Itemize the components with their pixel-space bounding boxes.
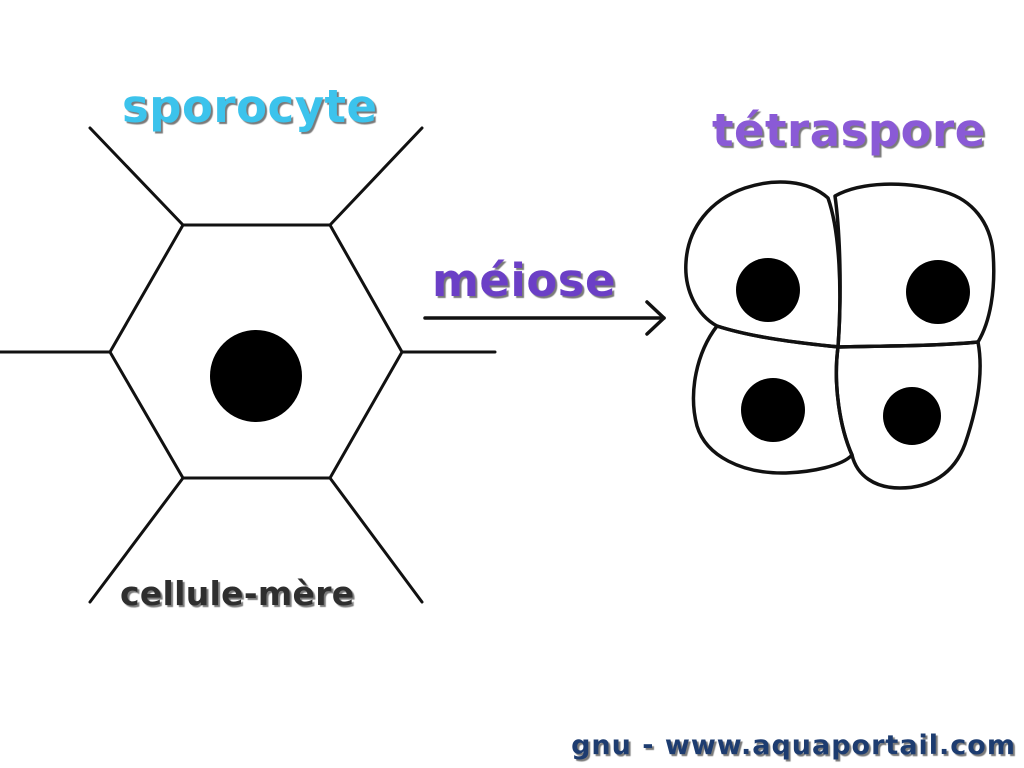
tetraspore-cell	[691, 324, 854, 475]
tetraspore-nucleus	[906, 260, 970, 324]
cellule-mere-label: cellule-mère	[120, 574, 355, 613]
sporocyte-cell	[0, 126, 497, 604]
meiose-label: méiose	[432, 254, 617, 307]
tetraspore-label: tétraspore	[712, 104, 986, 157]
sporocyte-nucleus	[210, 330, 302, 422]
cell-wall-line	[328, 126, 424, 227]
cell-wall-line	[88, 476, 185, 604]
cell-wall-line	[328, 476, 424, 604]
tetraspore-nuclei	[736, 258, 970, 445]
tetraspore-nucleus	[741, 378, 805, 442]
tetraspore-nucleus	[736, 258, 800, 322]
right-arrow-icon	[423, 300, 666, 336]
source-credit: gnu - www.aquaportail.com	[571, 730, 1016, 761]
tetraspore-cell	[834, 340, 982, 490]
sporocyte-label: sporocyte	[122, 80, 378, 133]
tetraspore-cell	[833, 182, 996, 349]
tetraspore-nucleus	[883, 387, 941, 445]
cell-wall-line	[88, 126, 185, 227]
tetraspore	[684, 180, 996, 490]
